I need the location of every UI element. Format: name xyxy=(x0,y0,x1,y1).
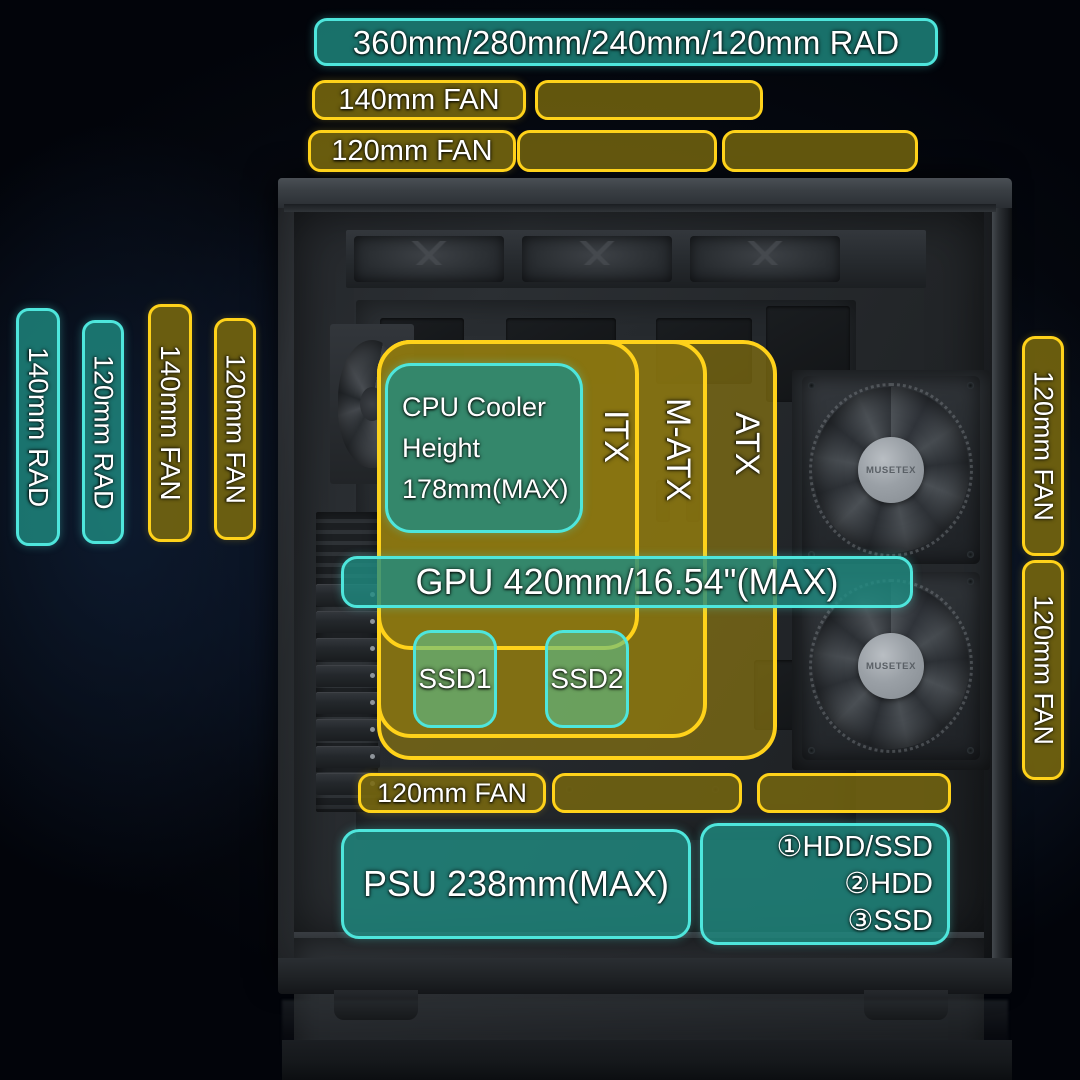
ssd2-box[interactable]: SSD2 xyxy=(545,630,629,728)
pci-slot-5 xyxy=(316,692,380,714)
cpu-cooler-line-3: 178mm(MAX) xyxy=(402,473,569,504)
top-fan-slot-1 xyxy=(354,236,504,282)
top-fan-slot-3 xyxy=(690,236,840,282)
left-label-140mm-rad[interactable]: 140mm RAD xyxy=(16,308,60,546)
fan-screw-tr-2 xyxy=(967,578,974,585)
fan-screw-br xyxy=(967,551,974,558)
case-bottom-panel xyxy=(278,958,1012,994)
pci-slot-7 xyxy=(316,746,380,768)
drive-bay-box[interactable]: ①HDD/SSD ②HDD ③SSD xyxy=(700,823,950,945)
pci-slot-2 xyxy=(316,611,380,633)
left-label-140mm-fan[interactable]: 140mm FAN xyxy=(148,304,192,542)
top-120mm-fan-slot-2[interactable] xyxy=(722,130,918,172)
right-label-120mm-fan-1[interactable]: 120mm FAN xyxy=(1022,336,1064,556)
drive-bay-line-2: ②HDD xyxy=(844,867,933,900)
drive-bay-line-1: ①HDD/SSD xyxy=(776,830,933,863)
motherboard-atx-label: ATX xyxy=(728,412,766,476)
front-fan-top-hub: MUSETEX xyxy=(858,437,924,503)
front-fan-top: MUSETEX xyxy=(802,376,980,564)
pci-slot-3 xyxy=(316,638,380,660)
pci-slot-6 xyxy=(316,719,380,741)
fan-screw-tr xyxy=(967,382,974,389)
top-140mm-fan-label[interactable]: 140mm FAN xyxy=(312,80,526,120)
bottom-120mm-fan-slot-1[interactable] xyxy=(552,773,742,813)
top-fan-bay xyxy=(346,230,926,288)
front-fan-top-rim xyxy=(809,383,973,557)
pci-slot-4 xyxy=(316,665,380,687)
case-side-panel xyxy=(992,182,1012,972)
surface-bar xyxy=(282,1040,1012,1080)
ssd1-box[interactable]: SSD1 xyxy=(413,630,497,728)
case-top-panel xyxy=(278,178,1012,208)
right-label-120mm-fan-2[interactable]: 120mm FAN xyxy=(1022,560,1064,780)
drive-bay-line-3: ③SSD xyxy=(847,904,933,937)
top-140mm-fan-slot-1[interactable] xyxy=(535,80,763,120)
cpu-cooler-line-2: Height xyxy=(402,432,481,463)
psu-clearance-label[interactable]: PSU 238mm(MAX) xyxy=(341,829,691,939)
top-120mm-fan-slot-1[interactable] xyxy=(517,130,717,172)
top-120mm-fan-label[interactable]: 120mm FAN xyxy=(308,130,516,172)
fan-hub-brand-label-2: MUSETEX xyxy=(865,660,917,672)
bottom-120mm-fan-label[interactable]: 120mm FAN xyxy=(358,773,546,813)
gpu-clearance-label[interactable]: GPU 420mm/16.54"(MAX) xyxy=(341,556,913,608)
front-fan-bottom-hub: MUSETEX xyxy=(858,633,924,699)
cpu-cooler-line-1: CPU Cooler xyxy=(402,391,547,422)
bottom-120mm-fan-slot-2[interactable] xyxy=(757,773,951,813)
left-label-120mm-rad[interactable]: 120mm RAD xyxy=(82,320,124,544)
fan-screw-tl xyxy=(808,382,815,389)
top-radiator-label[interactable]: 360mm/280mm/240mm/120mm RAD xyxy=(314,18,938,66)
motherboard-itx-label: ITX xyxy=(597,410,635,463)
motherboard-matx-label: M-ATX xyxy=(659,398,697,502)
fan-hub-brand-label: MUSETEX xyxy=(865,464,917,476)
fan-screw-br-2 xyxy=(967,747,974,754)
top-fan-slot-2 xyxy=(522,236,672,282)
fan-screw-bl xyxy=(808,551,815,558)
fan-screw-bl-2 xyxy=(808,747,815,754)
case-top-lip xyxy=(284,204,996,212)
cpu-cooler-box[interactable]: CPU Cooler Height 178mm(MAX) xyxy=(385,363,583,533)
left-label-120mm-fan[interactable]: 120mm FAN xyxy=(214,318,256,540)
